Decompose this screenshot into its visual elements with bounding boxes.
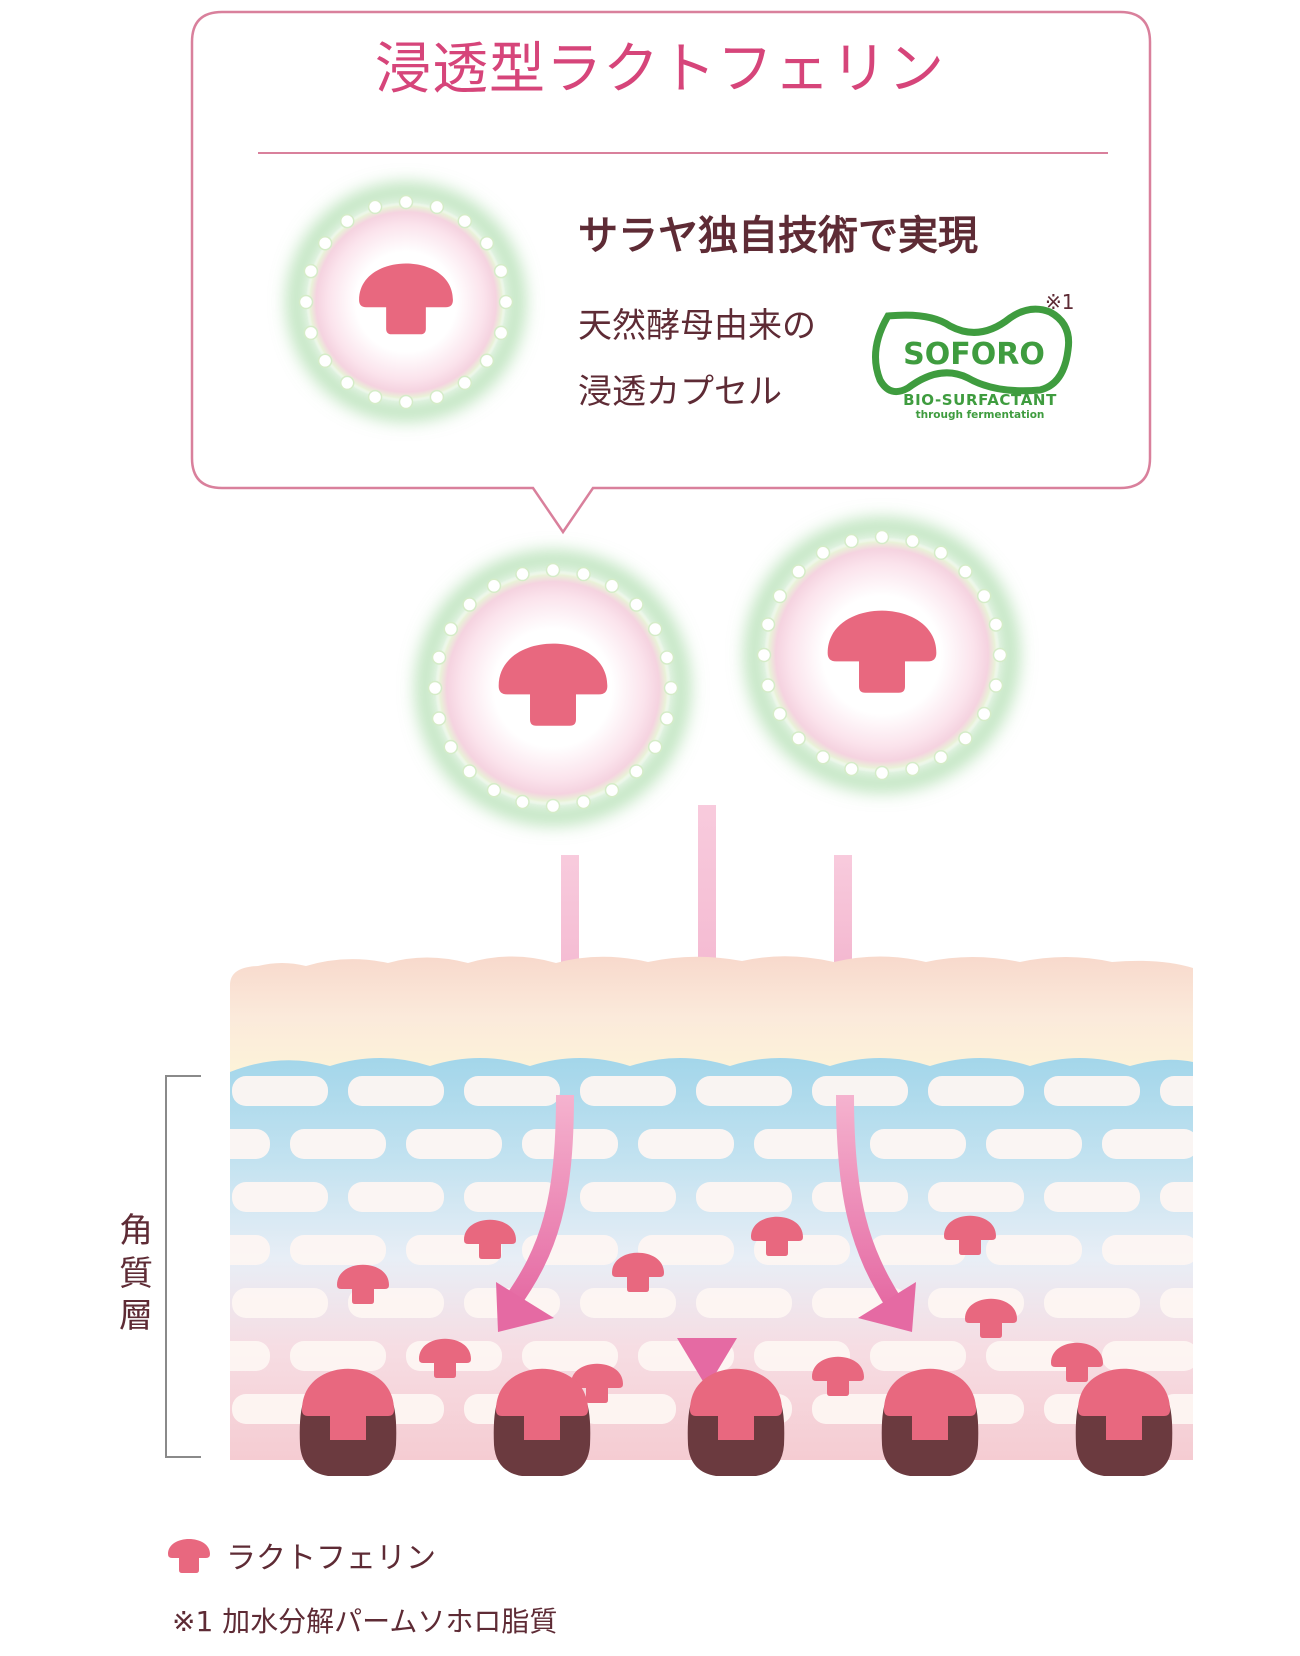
lactoferrin-molecule xyxy=(827,610,937,693)
arrow-center-head xyxy=(677,1338,737,1388)
receptor-with-lactoferrin xyxy=(687,1368,785,1476)
skin-cell xyxy=(928,1076,1024,1106)
receptor-with-lactoferrin xyxy=(1075,1368,1173,1476)
skin-cell xyxy=(1160,1288,1193,1318)
skin-cell xyxy=(696,1182,792,1212)
skin-cell xyxy=(522,1341,618,1371)
skin-cell xyxy=(232,1288,328,1318)
soforo-logo-tagline: through fermentation xyxy=(915,409,1045,421)
beam-center xyxy=(698,805,716,1005)
callout-title: 浸透型ラクトフェリン xyxy=(375,37,945,102)
skin-cell xyxy=(464,1182,560,1212)
lactoferrin-molecule xyxy=(965,1298,1017,1338)
skin-cell xyxy=(928,1182,1024,1212)
technology-heading: サラヤ独自技術で実現 xyxy=(578,213,978,259)
skin-cell xyxy=(580,1076,676,1106)
lactoferrin-molecule xyxy=(1051,1342,1103,1382)
skin-cell xyxy=(696,1288,792,1318)
capsule-left xyxy=(417,552,689,824)
skin-cell xyxy=(290,1235,386,1265)
capsule-description-line2: 浸透カプセル xyxy=(578,372,782,412)
lactoferrin-molecule xyxy=(884,1368,976,1440)
penetration-arrows xyxy=(496,1094,916,1388)
stratum-corneum-label: 角質層 xyxy=(119,1211,153,1336)
soforo-logo-subtitle: BIO-SURFACTANT xyxy=(903,391,1057,409)
skin-cell xyxy=(986,1129,1082,1159)
layer-bracket xyxy=(165,1075,201,1458)
skin-cell xyxy=(1160,1394,1193,1424)
arrow-right xyxy=(836,1094,903,1310)
skin-cell xyxy=(580,1182,676,1212)
skin-cell xyxy=(870,1235,966,1265)
lactoferrin-molecules xyxy=(337,1215,1103,1403)
skin-cell xyxy=(1102,1341,1193,1371)
penetration-capsules xyxy=(288,184,1018,824)
skin-cell xyxy=(1160,1076,1193,1106)
capsule-description-line1: 天然酵母由来の xyxy=(578,306,816,346)
legend-label: ラクトフェリン xyxy=(226,1541,436,1576)
receptor-with-lactoferrin xyxy=(299,1368,397,1476)
skin-cell xyxy=(1044,1076,1140,1106)
skin-cell xyxy=(464,1076,560,1106)
soforo-logo-badge xyxy=(872,305,1073,396)
skin-cell xyxy=(230,1235,270,1265)
skin-cell xyxy=(348,1182,444,1212)
arrow-left-head xyxy=(496,1282,554,1332)
lactoferrin-molecule xyxy=(337,1264,389,1304)
lactoferrin-molecule xyxy=(751,1216,803,1256)
skin-cell xyxy=(696,1076,792,1106)
footnote-marker: ※1 xyxy=(1045,290,1075,314)
skin-cell xyxy=(1044,1288,1140,1318)
lactoferrin-molecule xyxy=(464,1219,516,1259)
beam-right xyxy=(834,855,852,970)
skin-surface-layer xyxy=(230,956,1193,1080)
skin-cell xyxy=(290,1341,386,1371)
lactoferrin-molecule xyxy=(496,1368,588,1440)
skin-cell xyxy=(1044,1182,1140,1212)
lactoferrin-molecule xyxy=(419,1338,471,1378)
soforo-logo-name: SOFORO xyxy=(903,337,1045,372)
skin-cell xyxy=(812,1076,908,1106)
skin-cell xyxy=(870,1341,966,1371)
skin-cell xyxy=(754,1129,850,1159)
callout-divider xyxy=(258,152,1108,154)
capsule-right xyxy=(746,519,1018,791)
lactoferrin-molecule xyxy=(498,643,608,726)
lactoferrin-molecule xyxy=(812,1356,864,1396)
lactoferrin-molecule xyxy=(359,263,453,335)
lactoferrin-molecule xyxy=(612,1252,664,1292)
lactoferrin-molecule xyxy=(690,1368,782,1440)
capsule-small xyxy=(288,184,524,420)
lactoferrin-icon xyxy=(168,1539,210,1573)
receptor-with-lactoferrin xyxy=(881,1368,979,1476)
skin-cell xyxy=(638,1129,734,1159)
skin-cell xyxy=(230,1129,270,1159)
skin-cell xyxy=(1160,1182,1193,1212)
skin-cell xyxy=(986,1235,1082,1265)
skin-cell xyxy=(1102,1235,1193,1265)
skin-cell xyxy=(230,1341,270,1371)
skin-cell xyxy=(232,1076,328,1106)
arrow-right-head xyxy=(858,1282,916,1332)
skin-cell xyxy=(348,1076,444,1106)
soforo-logo-text: BIO-SURFACTANT through fermentation xyxy=(880,393,1080,421)
legend: ラクトフェリン xyxy=(166,1530,436,1580)
skin-cell xyxy=(580,1288,676,1318)
skin-cell xyxy=(1102,1129,1193,1159)
receptor-with-lactoferrin xyxy=(493,1368,591,1476)
soforo-logo: SOFORO xyxy=(872,305,1073,396)
skin-cell xyxy=(232,1182,328,1212)
skin-cell xyxy=(406,1129,502,1159)
lactoferrin-molecule xyxy=(1078,1368,1170,1440)
lactoferrin-molecule xyxy=(571,1363,623,1403)
footnote: ※1 加水分解パームソホロ脂質 xyxy=(172,1605,558,1638)
arrow-left xyxy=(502,1094,574,1311)
receptor-row xyxy=(299,1368,1173,1476)
skin-cell xyxy=(290,1129,386,1159)
skin-cell xyxy=(870,1129,966,1159)
lactoferrin-molecule xyxy=(302,1368,394,1440)
lactoferrin-molecule xyxy=(944,1215,996,1255)
